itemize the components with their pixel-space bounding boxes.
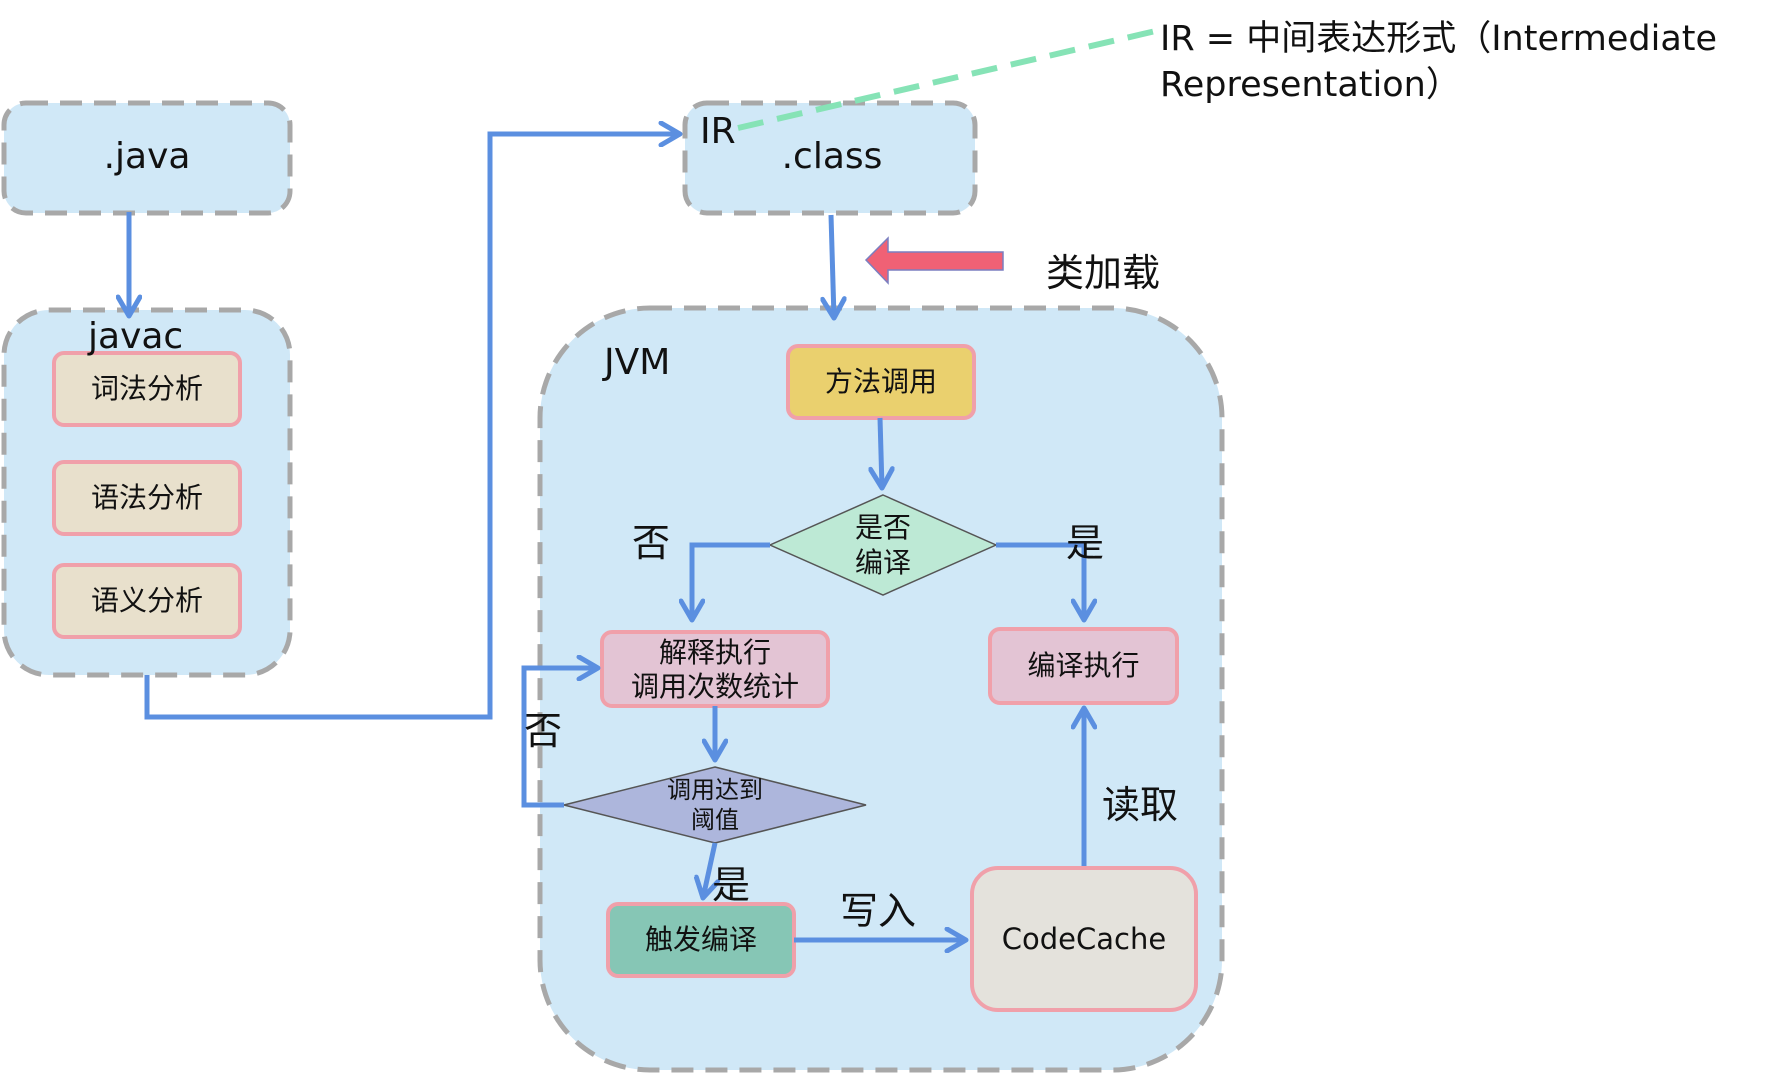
- syntax-analysis-label: 语法分析: [90, 481, 203, 514]
- class-file-label: .class: [781, 136, 883, 177]
- ir-note-line2: Representation）: [1160, 65, 1461, 105]
- trigger-compile-label: 触发编译: [644, 923, 757, 956]
- java-file-label: .java: [103, 136, 191, 177]
- arrow-check-yes: [996, 542, 1084, 620]
- method-call-label: 方法调用: [824, 365, 937, 398]
- edge-label-yes-compiled: 是: [1066, 521, 1105, 565]
- lexical-analysis-box: [52, 351, 242, 427]
- jvm-title: JVM: [604, 342, 671, 383]
- threshold-label-1: 调用达到: [667, 776, 763, 804]
- ir-note-connector: [737, 27, 1161, 131]
- javac-title: javac: [88, 316, 184, 357]
- edge-label-no-compiled: 否: [632, 521, 671, 565]
- interpret-label-1: 解释执行: [658, 636, 771, 669]
- lexical-analysis-label: 词法分析: [90, 372, 203, 405]
- compiled-check-diamond: [768, 494, 998, 596]
- arrow-check-no: [692, 542, 770, 620]
- compiled-exec-box: [988, 627, 1179, 705]
- syntax-analysis-box: [52, 460, 242, 536]
- class-file-region: [682, 100, 978, 216]
- interpret-label-2: 调用次数统计: [630, 670, 799, 703]
- class-loading-arrow: [864, 236, 1004, 285]
- arrow-threshold-no-loop: [521, 668, 598, 808]
- semantic-analysis-box: [52, 563, 242, 639]
- edge-label-read: 读取: [1102, 783, 1179, 827]
- edge-label-no-threshold: 否: [524, 709, 563, 753]
- semantic-analysis-label: 语义分析: [90, 584, 203, 617]
- compiled-check-label-1: 是否: [854, 511, 911, 544]
- ir-tag: IR: [700, 111, 736, 152]
- arrow-threshold-yes: [703, 842, 715, 898]
- compiled-check-label-2: 编译: [854, 546, 911, 579]
- code-cache-label: CodeCache: [1001, 922, 1167, 956]
- java-source-region: [1, 100, 293, 216]
- arrow-class-to-jvm: [831, 214, 834, 318]
- threshold-label-2: 阈值: [691, 806, 739, 834]
- arrow-javac-to-class: [144, 134, 680, 720]
- code-cache-box: [970, 866, 1198, 1012]
- ir-note-line1: IR = 中间表达形式（Intermediate: [1160, 19, 1718, 59]
- class-loading-label: 类加载: [1046, 251, 1161, 295]
- compiled-exec-label: 编译执行: [1027, 649, 1140, 682]
- edge-label-yes-threshold: 是: [712, 863, 751, 907]
- edge-label-write: 写入: [840, 889, 917, 933]
- arrow-method-to-check: [880, 417, 882, 488]
